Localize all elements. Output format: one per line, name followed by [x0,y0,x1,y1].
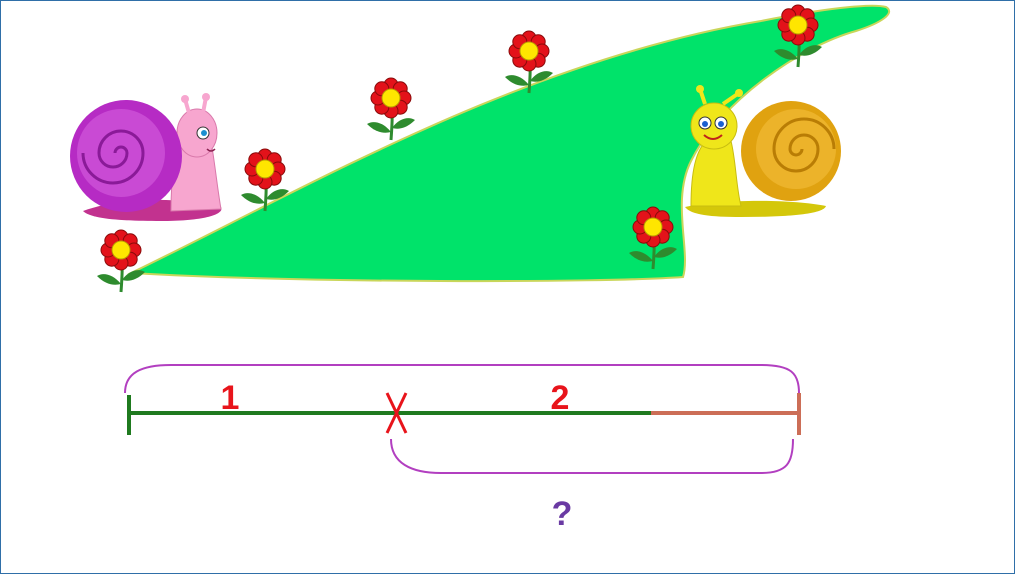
flower-icon [365,76,417,142]
left-snail-icon [70,93,222,221]
right-snail-icon [685,85,841,217]
meadow-icon [127,4,891,283]
segment-label-second: 2 [551,379,570,417]
flower-icon [95,228,147,294]
segment-label-first: 1 [221,379,240,417]
unknown-brace [390,438,794,474]
cut-mark [385,392,408,434]
total-brace [124,364,800,394]
unknown-label: ? [552,495,573,533]
